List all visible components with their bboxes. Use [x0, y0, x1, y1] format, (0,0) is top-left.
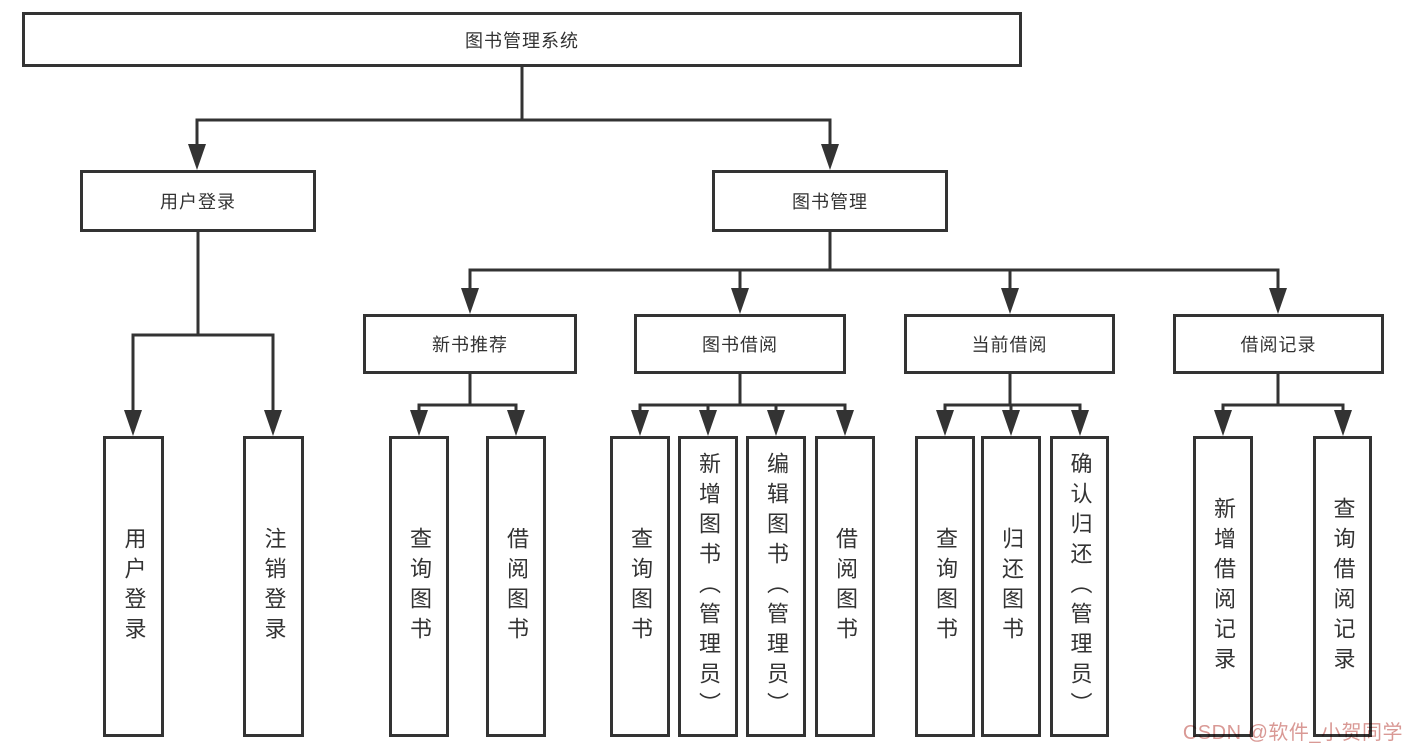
- leaf-return-books: 归还图书: [981, 436, 1041, 737]
- connector-user-login-to-leaves: [124, 232, 282, 436]
- connector-arrow: [936, 410, 954, 436]
- connector-arrow: [264, 410, 282, 436]
- node-book-management: 图书管理: [712, 170, 948, 232]
- node-label: 图书借阅: [702, 335, 778, 355]
- node-label: 借阅记录: [1240, 335, 1317, 355]
- leaf-query-books-borrowing: 查询图书: [610, 436, 670, 737]
- leaf-label: 确认归还（管理员）: [1067, 451, 1093, 722]
- watermark: CSDN @软件_小贺同学: [1182, 722, 1403, 744]
- connector-arrow: [699, 410, 717, 436]
- connector-arrow: [1334, 410, 1352, 436]
- leaf-label: 归还图书: [999, 526, 1024, 647]
- connector-arrow: [188, 144, 206, 170]
- node-new-book-recommend: 新书推荐: [363, 314, 577, 374]
- leaf-borrow-books-recommend: 借阅图书: [486, 436, 546, 737]
- node-borrow-records: 借阅记录: [1173, 314, 1384, 374]
- connector-arrow: [410, 410, 428, 436]
- node-label: 当前借阅: [971, 335, 1048, 355]
- connector-arrow: [507, 410, 525, 436]
- leaf-label: 查询借阅记录: [1330, 496, 1356, 677]
- connector-arrow: [821, 144, 839, 170]
- leaf-query-books-current: 查询图书: [915, 436, 975, 737]
- connector-arrow: [1214, 410, 1232, 436]
- connector-arrow: [124, 410, 142, 436]
- node-book-borrowing: 图书借阅: [634, 314, 846, 374]
- connector-records-to-leaves: [1214, 374, 1352, 436]
- connector-arrow: [1071, 410, 1089, 436]
- leaf-logout: 注销登录: [243, 436, 304, 737]
- node-label: 用户登录: [160, 192, 236, 212]
- leaf-label: 编辑图书（管理员）: [764, 451, 789, 722]
- connector-arrow: [631, 410, 649, 436]
- node-user-login: 用户登录: [80, 170, 316, 232]
- connector-arrow: [461, 288, 479, 314]
- leaf-add-books-admin: 新增图书（管理员）: [678, 436, 738, 737]
- leaf-confirm-return-admin: 确认归还（管理员）: [1050, 436, 1109, 737]
- node-current-borrowing: 当前借阅: [904, 314, 1115, 374]
- node-library-system: 图书管理系统: [22, 12, 1022, 67]
- connector-new-books-to-leaves: [410, 374, 525, 436]
- connector-arrow: [1001, 288, 1019, 314]
- connector-arrow: [767, 410, 785, 436]
- leaf-label: 注销登录: [261, 526, 287, 647]
- leaf-label: 新增图书（管理员）: [696, 451, 721, 722]
- connector-arrow: [836, 410, 854, 436]
- leaf-query-borrow-record: 查询借阅记录: [1313, 436, 1372, 737]
- leaf-edit-books-admin: 编辑图书（管理员）: [746, 436, 806, 737]
- leaf-label: 新增借阅记录: [1211, 496, 1236, 677]
- connector-arrow: [1002, 410, 1020, 436]
- leaf-label: 借阅图书: [504, 526, 529, 647]
- leaf-query-books-recommend: 查询图书: [389, 436, 449, 737]
- leaf-label: 查询图书: [407, 526, 432, 647]
- leaf-label: 借阅图书: [833, 526, 858, 647]
- node-label: 新书推荐: [432, 335, 508, 355]
- connector-current-to-leaves: [936, 374, 1089, 436]
- leaf-add-borrow-record: 新增借阅记录: [1193, 436, 1253, 737]
- leaf-label: 查询图书: [933, 526, 958, 647]
- connector-book-management-to-level3: [461, 232, 1287, 314]
- leaf-user-login: 用户登录: [103, 436, 164, 737]
- node-label: 图书管理: [792, 192, 868, 212]
- connector-arrow: [1269, 288, 1287, 314]
- connector-arrow: [731, 288, 749, 314]
- leaf-borrow-books: 借阅图书: [815, 436, 875, 737]
- connector-borrowing-to-leaves: [631, 374, 854, 436]
- leaf-label: 用户登录: [121, 526, 147, 647]
- leaf-label: 查询图书: [628, 526, 653, 647]
- connector-root-to-level2: [188, 67, 839, 170]
- node-label: 图书管理系统: [465, 30, 579, 51]
